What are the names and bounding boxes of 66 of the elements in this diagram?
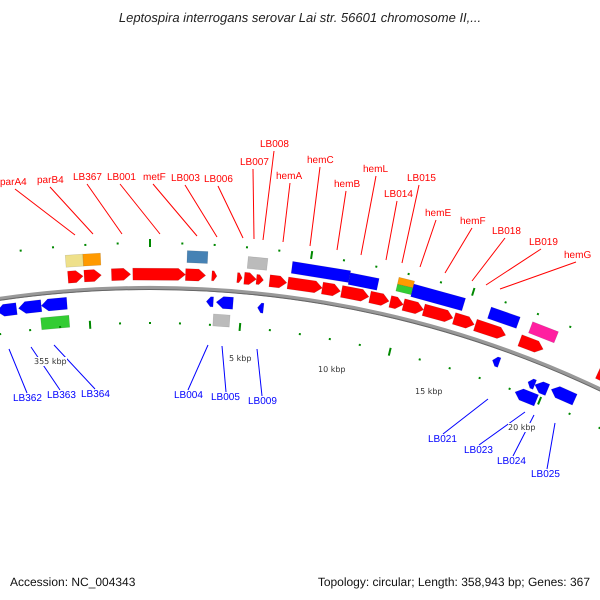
- gene-label: LB019: [529, 237, 558, 249]
- gene-label: metF: [143, 172, 166, 184]
- leader-line: [152, 184, 198, 236]
- gene-label: LB362: [13, 393, 42, 405]
- title: Leptospira interrogans serovar Lai str. 56601 chromosome II,...: [118, 10, 482, 25]
- scale-label: 20 kbp: [508, 423, 536, 432]
- gene-label: LB367: [73, 172, 102, 184]
- gene-label: LB025: [531, 469, 560, 481]
- leader-line: [420, 220, 436, 268]
- gene-label: LB363: [47, 390, 76, 402]
- gene-label: LB018: [492, 226, 521, 238]
- leader-line: [218, 186, 244, 238]
- gene-label: LB364: [81, 389, 110, 401]
- gene-label: LB014: [384, 189, 413, 201]
- gene-label: parB4: [37, 175, 64, 187]
- leader-line: [442, 398, 488, 434]
- gene-label: hemC: [307, 155, 334, 167]
- leader-line: [50, 186, 94, 234]
- leader-line: [8, 348, 28, 394]
- leader-line: [262, 150, 274, 240]
- leader-line: [256, 348, 262, 396]
- leader-line: [120, 184, 160, 234]
- gene-label: LB023: [464, 445, 493, 457]
- gene-label: LB007: [240, 157, 269, 169]
- gene-label: hemE: [425, 208, 452, 220]
- gene-label: hemF: [460, 216, 486, 228]
- gene-label: hemG: [564, 250, 592, 262]
- leader-line: [478, 412, 526, 446]
- gene-label: LB015: [407, 173, 436, 185]
- leader-line: [336, 190, 346, 250]
- gene-label: LB009: [248, 396, 277, 408]
- gene-label: LB021: [428, 434, 457, 446]
- leader-line: [252, 168, 254, 240]
- leader-line: [310, 166, 320, 246]
- accession-text: Accession: NC_004343: [10, 575, 136, 589]
- leader-line: [500, 262, 576, 290]
- gene-label: LB024: [497, 456, 526, 468]
- gene-label: LB001: [107, 172, 136, 184]
- leader-line: [444, 228, 472, 274]
- summary-text: Topology: circular; Length: 358,943 bp; Genes: 367: [318, 575, 590, 589]
- gene-label: LB006: [204, 174, 233, 186]
- leader-line: [184, 184, 218, 238]
- leader-line: [486, 248, 542, 286]
- leader-line: [360, 176, 376, 256]
- leader-line: [472, 238, 506, 282]
- scale-label: 15 kbp: [415, 387, 443, 396]
- gene-label: LB008: [260, 139, 289, 151]
- leader-line: [222, 346, 226, 392]
- leader-line: [54, 344, 96, 390]
- gene-label: hemL: [363, 164, 388, 176]
- gene-label: parA4: [0, 177, 27, 189]
- leader-line: [402, 184, 420, 264]
- scale-label: 355 kbp: [34, 357, 67, 366]
- gene-label: hemB: [334, 179, 360, 191]
- leader-line: [14, 188, 76, 236]
- leader-line: [282, 182, 290, 242]
- gene-label: LB005: [211, 392, 240, 404]
- scale-label: 5 kbp: [229, 354, 252, 363]
- leader-line: [546, 422, 556, 470]
- gene-label: LB003: [171, 173, 200, 185]
- leader-line: [386, 200, 398, 260]
- leader-line: [86, 184, 122, 234]
- gene-label: hemA: [276, 171, 302, 183]
- scale-label: 10 kbp: [318, 365, 346, 374]
- gene-label: LB004: [174, 390, 203, 402]
- leader-line: [188, 344, 208, 390]
